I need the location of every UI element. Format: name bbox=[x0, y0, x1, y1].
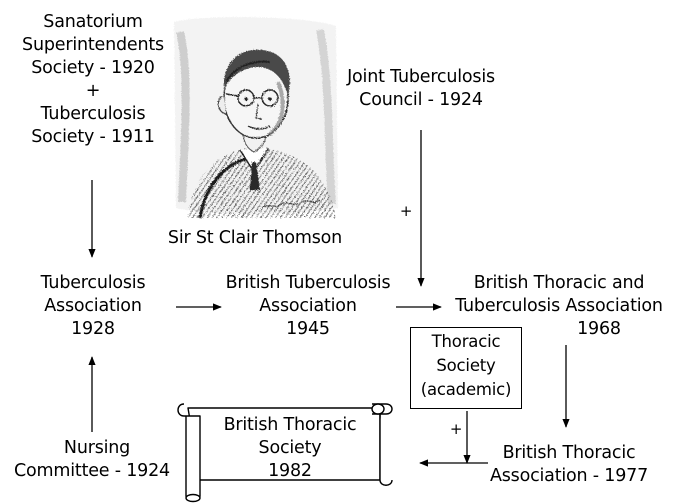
node-line: Society bbox=[258, 438, 322, 458]
node-line: Society - 1911 bbox=[31, 127, 155, 147]
node-line: Sanatorium bbox=[43, 12, 143, 32]
node-line: Council - 1924 bbox=[359, 90, 483, 110]
node-line: Superintendents bbox=[22, 35, 164, 55]
node-british-thoracic-society: British Thoracic Society 1982 bbox=[200, 414, 380, 483]
node-joint-tuberculosis-council: Joint Tuberculosis Council - 1924 bbox=[331, 66, 511, 112]
node-line: (academic) bbox=[420, 380, 512, 399]
node-line: Association - 1977 bbox=[489, 466, 649, 486]
node-line: British Thoracic bbox=[502, 443, 636, 463]
node-line: Joint Tuberculosis bbox=[347, 67, 495, 87]
node-tuberculosis-association: Tuberculosis Association 1928 bbox=[20, 272, 166, 341]
node-line: Nursing bbox=[63, 438, 131, 458]
node-line: British Thoracic bbox=[223, 415, 357, 435]
node-nursing-committee: Nursing Committee - 1924 bbox=[4, 437, 180, 483]
node-line: 1968 bbox=[577, 319, 621, 339]
node-sanatorium-tuberculosis-society: Sanatorium Superintendents Society - 192… bbox=[16, 11, 170, 149]
node-british-tuberculosis-association: British Tuberculosis Association 1945 bbox=[218, 272, 398, 341]
portrait-caption: Sir St Clair Thomson bbox=[167, 228, 343, 248]
node-thoracic-society: Thoracic Society (academic) bbox=[410, 330, 522, 402]
node-british-thoracic-association: British Thoracic Association - 1977 bbox=[474, 442, 664, 488]
node-line: British Tuberculosis bbox=[225, 273, 391, 293]
node-line: 1928 bbox=[71, 319, 115, 339]
node-line: Tuberculosis Association bbox=[455, 296, 663, 316]
node-line: Association bbox=[259, 296, 357, 316]
node-line: 1982 bbox=[268, 461, 312, 481]
node-line: 1945 bbox=[286, 319, 330, 339]
plus-sign-lower: + bbox=[449, 420, 463, 438]
node-thoracic-society-box bbox=[410, 327, 522, 409]
node-line: Tuberculosis bbox=[40, 273, 146, 293]
plus-sign-upper: + bbox=[399, 202, 413, 220]
node-line: + bbox=[85, 81, 101, 101]
node-line: Society bbox=[436, 356, 496, 375]
node-line: British Thoracic and bbox=[473, 273, 645, 293]
node-line: Society - 1920 bbox=[31, 58, 155, 78]
node-line: Committee - 1924 bbox=[14, 461, 170, 481]
node-line: Thoracic bbox=[431, 332, 501, 351]
node-line: Association bbox=[44, 296, 142, 316]
node-british-thoracic-and-tuberculosis-association: British Thoracic and Tuberculosis Associ… bbox=[445, 272, 673, 341]
node-line: Tuberculosis bbox=[40, 104, 146, 124]
portrait-sketch bbox=[174, 17, 338, 219]
